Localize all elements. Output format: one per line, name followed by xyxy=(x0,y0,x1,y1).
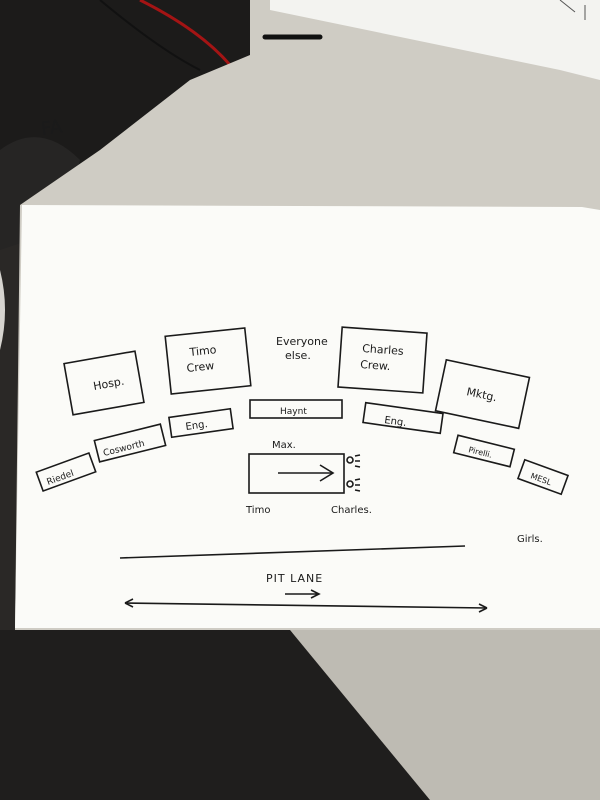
eng-left-label: Eng. xyxy=(185,419,209,433)
light-rays-bottom xyxy=(354,478,361,492)
red-cable xyxy=(139,0,232,66)
floor-bottom xyxy=(0,630,430,800)
charles-crew-label-1: Charles xyxy=(362,342,405,358)
cosworth-box xyxy=(93,423,167,463)
top-paper xyxy=(270,0,600,80)
top-paper-mark xyxy=(559,0,576,13)
eng-left-box xyxy=(168,407,234,439)
mktg-box xyxy=(434,358,531,430)
light-rays-top xyxy=(354,454,361,468)
pit-lane-label: PIT LANE xyxy=(266,572,323,585)
light-edge xyxy=(0,270,5,350)
car-bay xyxy=(248,453,345,494)
drawing xyxy=(35,326,570,613)
riedel-box xyxy=(35,452,97,492)
car-arrow-head xyxy=(319,464,335,482)
everyone-label-1: Everyone xyxy=(276,335,328,348)
sketch-paper xyxy=(15,205,600,628)
charles-crew-box xyxy=(337,326,428,394)
pit-lane-right-arrow xyxy=(478,603,488,613)
haynt-label: Haynt xyxy=(280,407,307,417)
eng-right-box xyxy=(362,401,444,435)
mesl-box xyxy=(516,458,570,496)
hosp-label: Hosp. xyxy=(92,375,125,393)
black-cable xyxy=(99,0,201,71)
car-light-bottom xyxy=(346,480,354,488)
timo-crew-label-2: Crew xyxy=(186,359,215,375)
pit-lane-line xyxy=(124,602,488,609)
table-lower xyxy=(290,630,600,800)
haynt-box xyxy=(249,399,343,419)
bag-lettering: FA xyxy=(40,116,64,140)
pit-wall-line xyxy=(119,545,466,559)
girls-label: Girls. xyxy=(517,534,543,545)
hosp-box xyxy=(63,350,145,416)
charles-label: Charles. xyxy=(331,505,372,516)
charles-crew-label-2: Crew. xyxy=(360,358,391,373)
timo-crew-label-1: Timo xyxy=(188,343,217,359)
max-label: Max. xyxy=(272,440,296,451)
everyone-label-2: else. xyxy=(285,349,311,362)
pit-lane-direction-arrow xyxy=(285,589,321,599)
mktg-label: Mktg. xyxy=(465,385,498,404)
eng-right-label: Eng. xyxy=(384,415,408,429)
timo-crew-box xyxy=(164,327,252,395)
pit-lane-left-arrow xyxy=(124,598,134,608)
pirelli-box xyxy=(452,434,516,468)
timo-label: Timo xyxy=(245,505,270,516)
car-light-top xyxy=(346,456,354,464)
